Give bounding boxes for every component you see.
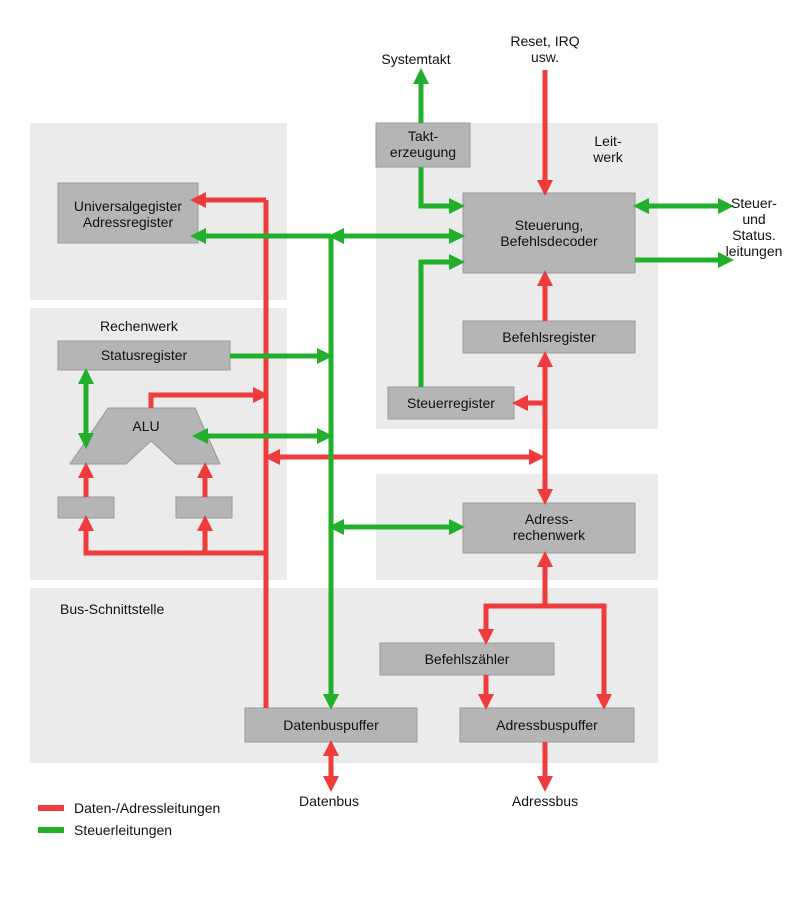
alu-input-a-box xyxy=(57,496,115,519)
legend-data-label: Daten-/Adressleitungen xyxy=(74,800,220,816)
legend-control-label: Steuerleitungen xyxy=(74,822,172,838)
statusregister-label: Statusregister xyxy=(101,347,188,363)
red-alu-output xyxy=(148,386,270,408)
region-leitwerk xyxy=(376,123,658,429)
red-to-befehlszaehler xyxy=(477,603,545,646)
steuerregister-box xyxy=(387,386,515,420)
adressrechenwerk-label: Adress-rechenwerk xyxy=(513,511,586,543)
alu-input-b-box xyxy=(175,496,233,519)
steuerung-label: Steuerung,Befehlsdecoder xyxy=(500,217,598,249)
datenbuspuffer-label: Datenbuspuffer xyxy=(283,717,379,733)
datenbus-label: Datenbus xyxy=(299,793,359,809)
steuerregister-label: Steuerregister xyxy=(407,395,495,411)
green-takt-to-steuerung xyxy=(418,167,466,215)
befehlszaehler-box xyxy=(379,642,555,676)
systemtakt-label: Systemtakt xyxy=(381,51,450,67)
adressbus-label: Adressbus xyxy=(512,793,578,809)
statusregister-box xyxy=(57,340,231,371)
befehlszaehler-label: Befehlszähler xyxy=(425,651,510,667)
red-to-adressbuspuffer xyxy=(545,603,613,711)
region-leitwerk-label: Leit-werk xyxy=(592,133,624,165)
alu-label: ALU xyxy=(132,418,159,434)
region-rechenwerk-label: Rechenwerk xyxy=(100,318,179,334)
takterzeugung-label: Takt-erzeugung xyxy=(390,128,456,160)
universalregister-box xyxy=(57,182,199,244)
legend: Daten-/Adressleitungen Steuerleitungen xyxy=(38,800,220,838)
adressbuspuffer-label: Adressbuspuffer xyxy=(496,717,598,733)
green-steuerregister-to-steuerung xyxy=(418,253,466,387)
befehlsregister-label: Befehlsregister xyxy=(502,329,596,345)
adressbuspuffer-box xyxy=(459,707,635,743)
datenbuspuffer-box xyxy=(244,707,418,743)
befehlsregister-box xyxy=(462,320,636,354)
region-bus-schnittstelle-label: Bus-Schnittstelle xyxy=(60,601,164,617)
